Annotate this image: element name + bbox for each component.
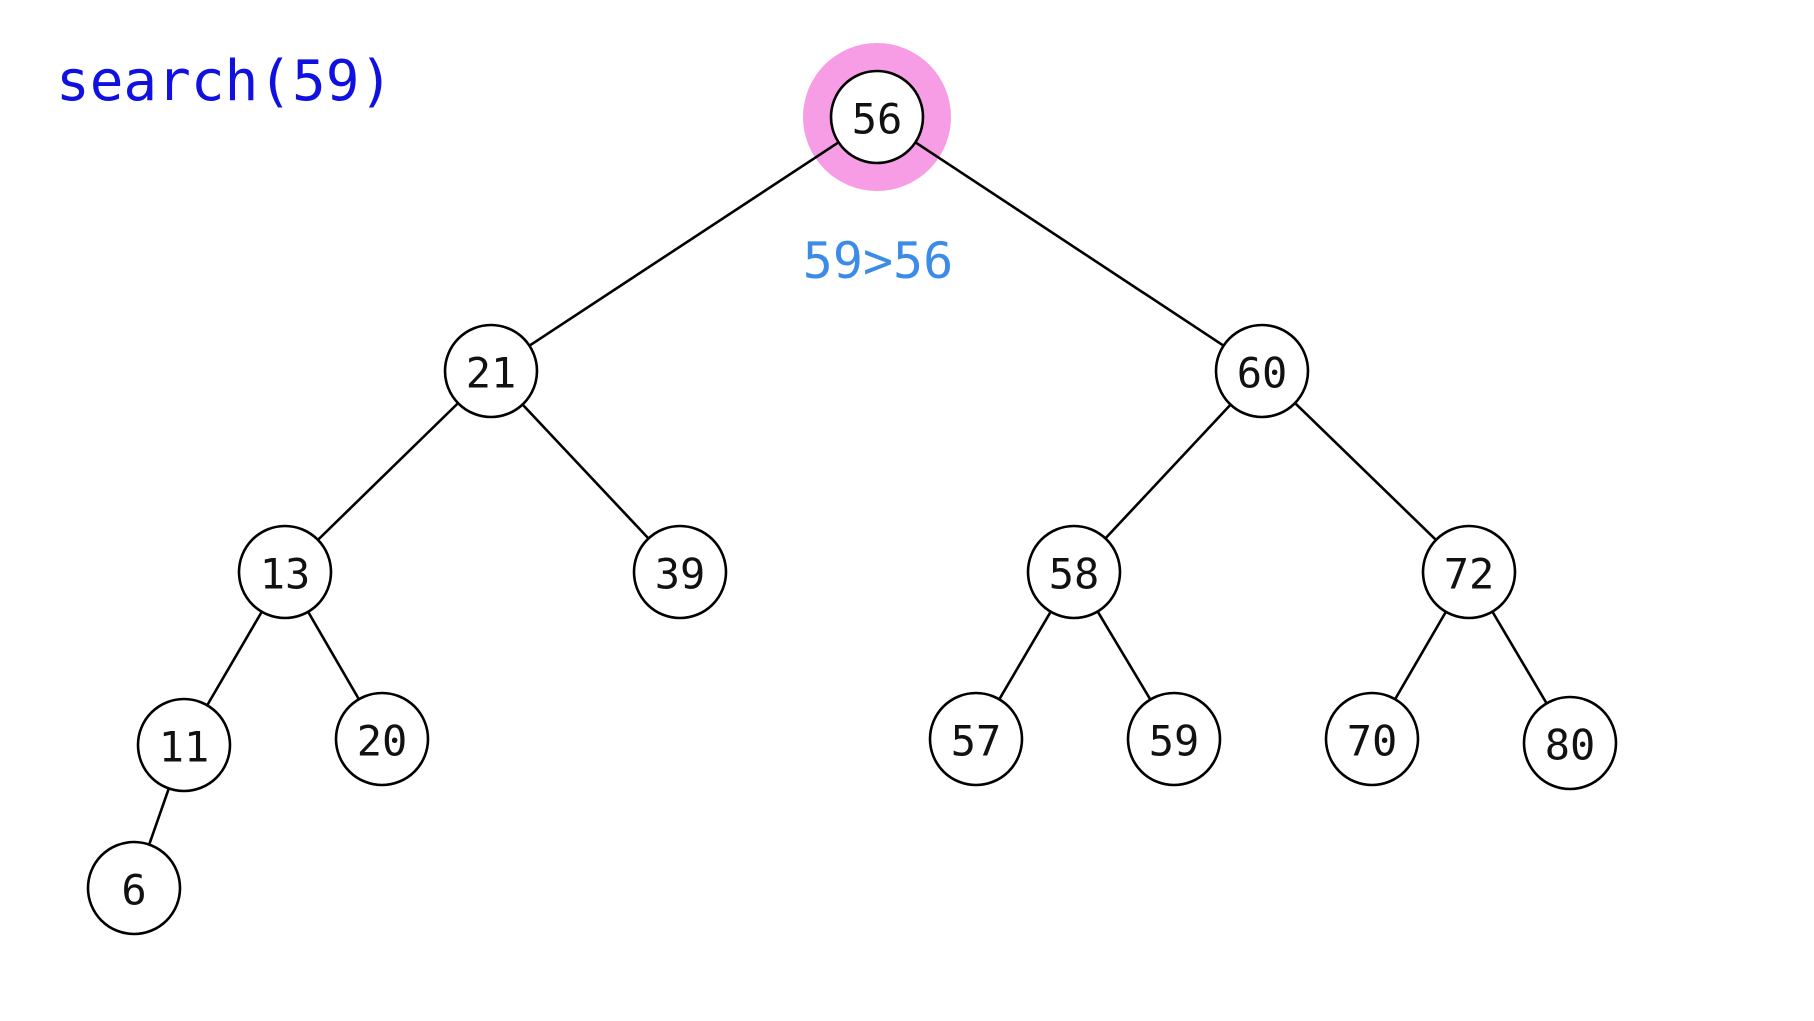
tree-node-58: 58 (1026, 524, 1122, 620)
tree-edge (998, 611, 1052, 700)
tree-edge (521, 403, 650, 540)
tree-node-circle (1126, 691, 1222, 787)
tree-node-circle (443, 323, 539, 419)
comparison-label: 59>56 (803, 232, 954, 290)
tree-edge (914, 141, 1225, 347)
tree-node-39: 39 (632, 524, 728, 620)
tree-node-label: 60 (1237, 349, 1288, 398)
tree-node-57: 57 (928, 691, 1024, 787)
tree-node-circle (237, 524, 333, 620)
tree-edge (1294, 402, 1437, 541)
tree-edge (306, 611, 361, 700)
tree-node-59: 59 (1126, 691, 1222, 787)
tree-node-circle (632, 524, 728, 620)
tree-edges (147, 141, 1548, 846)
tree-node-circle (829, 69, 925, 165)
tree-node-20: 20 (334, 691, 430, 787)
tree-edge (147, 787, 171, 846)
tree-edge (1393, 611, 1448, 700)
tree-node-label: 72 (1444, 550, 1495, 599)
tree-edge (317, 402, 459, 541)
tree-node-80: 80 (1522, 695, 1618, 791)
tree-node-60: 60 (1214, 323, 1310, 419)
tree-node-56: 56 (829, 69, 925, 165)
tree-node-label: 20 (357, 717, 408, 766)
tree-node-circle (334, 691, 430, 787)
tree-node-label: 11 (159, 723, 210, 772)
tree-node-label: 57 (951, 717, 1002, 766)
tree-node-circle (928, 691, 1024, 787)
tree-edge (1096, 610, 1152, 701)
tree-node-label: 58 (1049, 550, 1100, 599)
tree-node-label: 70 (1347, 717, 1398, 766)
tree-node-circle (1214, 323, 1310, 419)
tree-node-circle (1522, 695, 1618, 791)
operation-label: search(59) (56, 49, 393, 114)
tree-edge (1491, 610, 1548, 705)
tree-node-label: 59 (1149, 717, 1200, 766)
tree-edge (528, 141, 840, 347)
tree-node-circle (86, 840, 182, 936)
tree-node-11: 11 (136, 697, 232, 793)
tree-edge (1104, 403, 1232, 540)
tree-node-circle (1026, 524, 1122, 620)
tree-edge (206, 611, 263, 706)
tree-node-21: 21 (443, 323, 539, 419)
tree-node-70: 70 (1324, 691, 1420, 787)
tree-node-label: 6 (121, 866, 146, 915)
tree-nodes: 56 21 60 13 39 58 72 11 20 57 59 70 80 6 (86, 69, 1618, 936)
tree-node-72: 72 (1421, 524, 1517, 620)
tree-node-label: 21 (466, 349, 517, 398)
tree-node-label: 80 (1545, 721, 1596, 770)
tree-node-circle (1421, 524, 1517, 620)
tree-node-label: 56 (852, 95, 903, 144)
tree-node-label: 39 (655, 550, 706, 599)
tree-node-6: 6 (86, 840, 182, 936)
tree-node-label: 13 (260, 550, 311, 599)
tree-node-circle (1324, 691, 1420, 787)
tree-node-circle (136, 697, 232, 793)
tree-node-13: 13 (237, 524, 333, 620)
